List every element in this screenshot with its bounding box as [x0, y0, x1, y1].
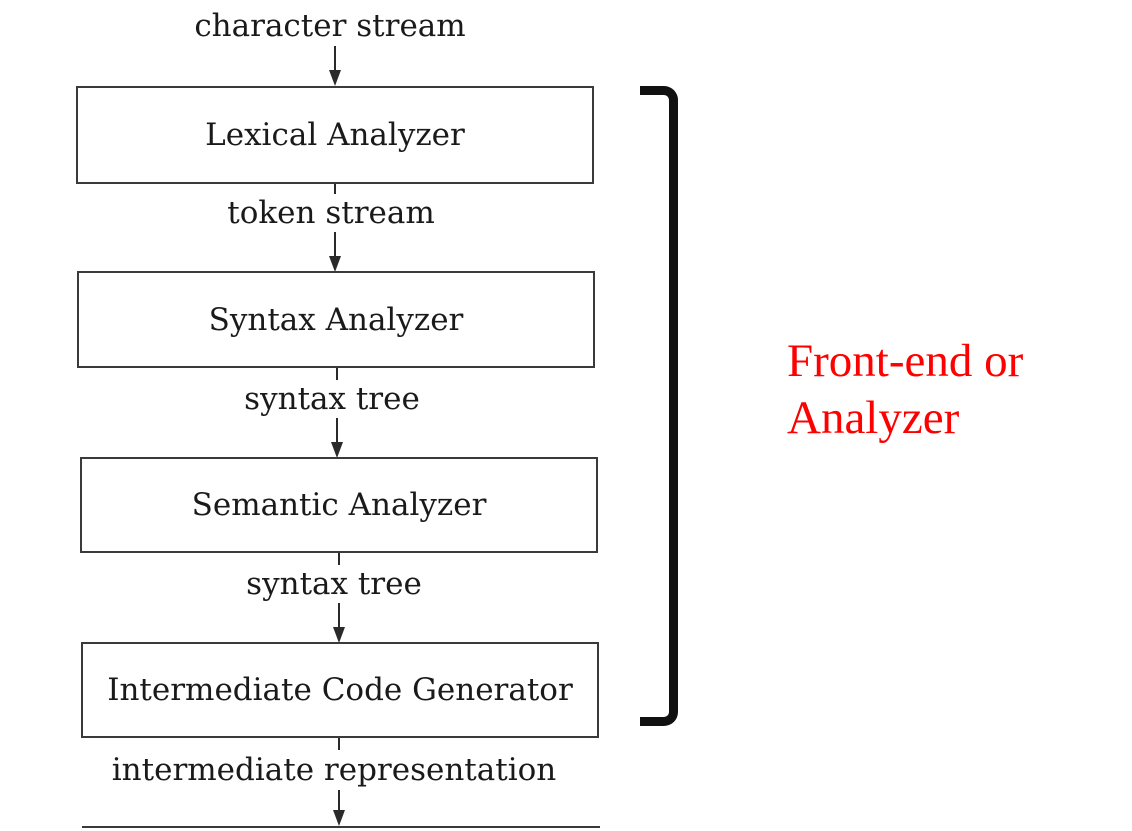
front-end-label-line2: Analyzer — [787, 392, 960, 444]
phase-box-intermediate-code-generator: Intermediate Code Generator — [81, 642, 599, 738]
arrow-shaft — [338, 553, 340, 565]
arrow-shaft — [334, 232, 336, 258]
stream-label-token-stream: token stream — [223, 195, 439, 231]
next-phase-box-edge — [82, 826, 600, 831]
stream-label-syntax-tree: syntax tree — [242, 566, 426, 602]
phase-label: Intermediate Code Generator — [107, 672, 573, 708]
phase-label: Syntax Analyzer — [208, 301, 464, 338]
arrow-shaft — [338, 738, 340, 750]
arrow-shaft — [338, 790, 340, 814]
phase-label: Semantic Analyzer — [191, 487, 487, 523]
arrow-head — [333, 810, 345, 826]
arrow-shaft — [336, 418, 338, 444]
arrow-head — [333, 627, 345, 643]
arrow-shaft — [336, 368, 338, 380]
arrow-head — [329, 256, 341, 272]
arrow-head — [329, 70, 341, 86]
phase-box-semantic-analyzer: Semantic Analyzer — [80, 457, 598, 553]
phase-box-syntax-analyzer: Syntax Analyzer — [77, 271, 595, 368]
front-end-bracket — [640, 86, 678, 726]
stream-label-intermediate-representation: intermediate representation — [107, 752, 561, 788]
arrow-head — [331, 442, 343, 458]
front-end-label: Front-end or Analyzer — [787, 333, 1023, 447]
stream-label-syntax-tree: syntax tree — [240, 381, 424, 417]
arrow-shaft — [334, 46, 336, 72]
stream-label-character-stream: character stream — [190, 8, 470, 44]
arrow-shaft — [334, 184, 336, 194]
front-end-label-line1: Front-end or — [787, 335, 1024, 387]
phase-label: Lexical Analyzer — [205, 117, 465, 153]
arrow-shaft — [338, 603, 340, 629]
phase-box-lexical-analyzer: Lexical Analyzer — [76, 86, 594, 184]
